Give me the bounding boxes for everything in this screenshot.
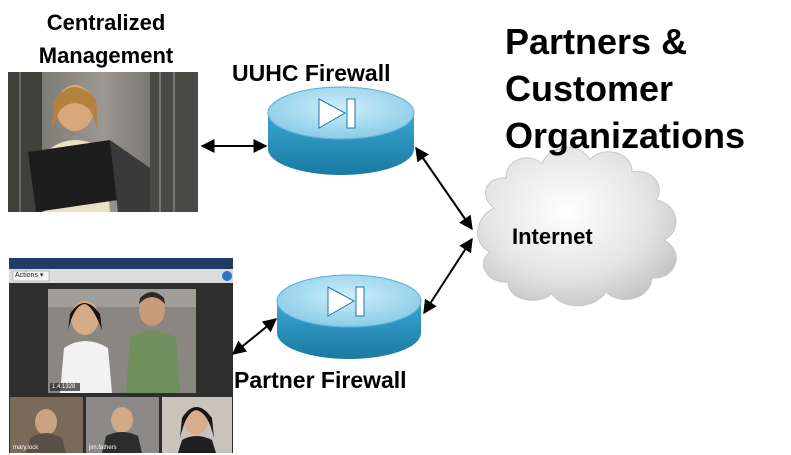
video-conference-screenshot [9,258,233,453]
connection-arrows [200,139,473,355]
centralized-management-line2: Management [38,43,174,68]
internet-label: Internet [512,224,593,249]
arrow-partner-firewall-to-video [231,318,278,355]
arrow-uuhc-firewall-to-internet [415,146,473,231]
partners-customer-organizations-label: Partners & Customer Organizations [505,18,745,159]
partner-firewall-label: Partner Firewall [234,367,407,393]
centralized-management-line1: Centralized [46,10,166,35]
centralized-management-photo [8,72,198,212]
internet-cloud [477,147,677,307]
centralized-management-label: Centralized Management [8,6,204,72]
video-thumb-caption: mary.lock [13,445,39,451]
partners-line1: Partners & [505,21,688,62]
partners-line3: Organizations [505,115,746,156]
partners-line2: Customer [505,68,674,109]
arrow-internet-to-partner-firewall [423,237,473,315]
video-thumb-caption: jim.fathers [89,445,117,451]
uuhc-firewall-label: UUHC Firewall [232,60,391,86]
video-actions-menu: Actions ▾ [15,272,44,279]
video-main-caption: 1.4 1328 [52,384,76,390]
uuhc-firewall-icon [267,86,415,175]
partner-firewall-icon [276,274,422,359]
